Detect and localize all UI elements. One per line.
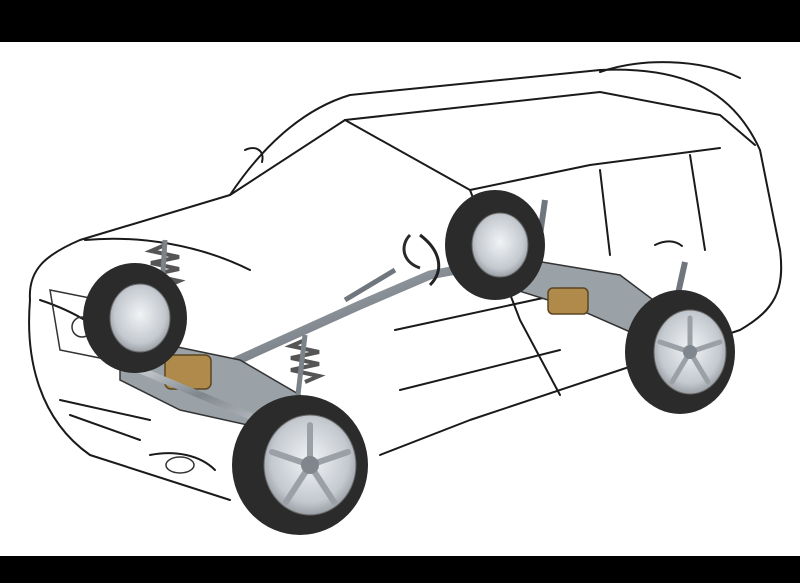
hub-cap bbox=[301, 456, 319, 474]
car-cutaway-illustration bbox=[28, 61, 783, 535]
car-body-outline bbox=[28, 61, 783, 501]
wheel-rear-right bbox=[625, 290, 735, 414]
illustration-canvas bbox=[0, 42, 800, 556]
wheel-rear-left bbox=[445, 190, 545, 300]
rear-differential bbox=[547, 287, 589, 315]
letterbox-bottom bbox=[0, 556, 800, 583]
letterbox-top bbox=[0, 0, 800, 42]
steering-column bbox=[343, 233, 421, 303]
front-driveshaft bbox=[136, 366, 264, 424]
wheel-front-right bbox=[232, 395, 368, 535]
wheel-front-left bbox=[83, 263, 187, 373]
